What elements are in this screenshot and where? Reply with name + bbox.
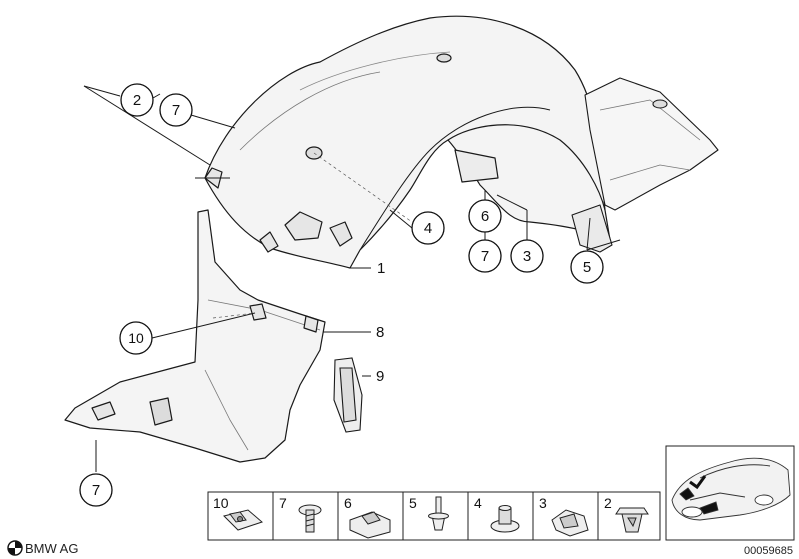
callout-2[interactable]: 2 [120,83,154,117]
part-thumb-3[interactable]: 3 [539,495,589,537]
car-location-icon [671,457,791,521]
callout-3[interactable]: 3 [510,239,544,273]
clip-block-icon [349,511,391,539]
callout-7-bottom[interactable]: 7 [79,473,113,507]
part-thumb-10-label: 10 [213,495,229,511]
part-thumb-2-label: 2 [604,495,612,511]
part-thumb-10[interactable]: 10 [213,495,263,531]
callout-3-label: 3 [523,248,531,265]
callout-4[interactable]: 4 [411,211,445,245]
callout-7-bottom-label: 7 [92,482,100,499]
callout-2-label: 2 [133,92,141,109]
brand-text: BMW AG [25,541,78,556]
diagram-number: 00059685 [744,545,793,557]
callout-10-label: 10 [128,330,144,346]
callout-7-top[interactable]: 7 [159,93,193,127]
callout-5-label: 5 [583,259,591,276]
callout-4-label: 4 [424,220,432,237]
bracket-part-9 [333,357,363,433]
u-nut-icon [223,509,263,531]
part-thumb-5-label: 5 [409,495,417,511]
screw-icon [298,504,322,533]
callout-10[interactable]: 10 [119,321,153,355]
leader-lines [83,85,621,472]
part-thumb-3-label: 3 [539,495,547,511]
part-thumb-7-label: 7 [279,495,287,511]
callout-1[interactable]: 1 [377,260,385,277]
part-thumb-2[interactable]: 2 [604,495,649,533]
callout-5[interactable]: 5 [570,250,604,284]
expanding-rivet-icon [428,496,449,531]
bmw-roundel-icon [7,540,23,556]
part-thumb-7[interactable]: 7 [279,495,322,533]
part-thumb-5[interactable]: 5 [409,495,449,531]
underbody-panel-rear [571,77,719,253]
part-thumb-6[interactable]: 6 [344,495,391,539]
car-location-thumbnail[interactable] [665,445,795,541]
push-clip-icon [615,507,649,533]
part-thumb-4[interactable]: 4 [474,495,520,533]
wheel-arch-liner [204,15,611,269]
brand-logo: BMW AG [7,540,78,556]
front-lower-liner [64,209,326,463]
spring-clip-icon [551,509,589,537]
callout-6-label: 6 [481,208,489,225]
part-thumb-6-label: 6 [344,495,352,511]
part-thumb-4-label: 4 [474,495,482,511]
callout-7-mid-label: 7 [481,248,489,265]
dashed-guide-lines [212,152,413,319]
callout-8[interactable]: 8 [376,324,384,341]
callout-7-mid[interactable]: 7 [468,239,502,273]
callout-9[interactable]: 9 [376,368,384,385]
collar-nut-icon [490,505,520,533]
callout-6[interactable]: 6 [468,199,502,233]
callout-7-top-label: 7 [172,102,180,119]
